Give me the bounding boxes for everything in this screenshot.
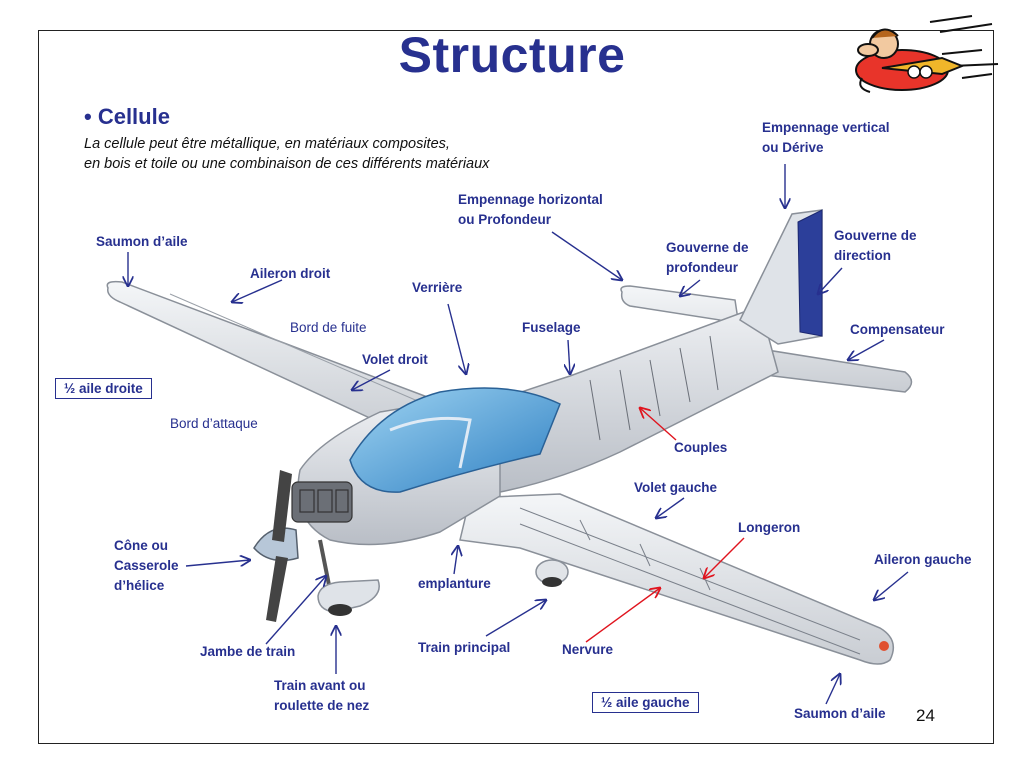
label-line: roulette de nez (274, 698, 370, 713)
slide-frame (38, 30, 994, 744)
box-aile-gauche: ½ aile gauche (592, 692, 699, 713)
label-line: ou Dérive (762, 140, 824, 155)
label-line: Gouverne de (834, 228, 917, 243)
label-line: Gouverne de (666, 240, 749, 255)
label-line: Empennage vertical (762, 120, 890, 135)
label-line: Cône ou (114, 538, 168, 553)
label-line: d’hélice (114, 578, 165, 593)
label-line: profondeur (666, 260, 738, 275)
propeller-shape (272, 470, 292, 542)
label-couples: Couples (674, 440, 728, 455)
label-empennage-horizontal: Empennage horizontal ou Profondeur (458, 190, 603, 230)
slide-title: Structure (398, 27, 626, 83)
label-aileron-gauche: Aileron gauche (874, 552, 972, 567)
description-line-1: La cellule peut être métallique, en maté… (84, 136, 450, 152)
cartoon-airplane-icon (855, 15, 999, 93)
label-empennage-vertical: Empennage vertical ou Dérive (762, 118, 890, 158)
label-verriere: Verrière (412, 280, 463, 295)
label-bord-attaque: Bord d’attaque (170, 416, 258, 431)
label-volet-gauche: Volet gauche (634, 480, 718, 495)
spinner-shape (253, 527, 299, 562)
label-line: Train avant ou (274, 678, 366, 693)
label-gouverne-direction: Gouverne de direction (834, 226, 917, 266)
label-train-principal: Train principal (418, 640, 511, 655)
label-line: Empennage horizontal (458, 192, 603, 207)
label-compensateur: Compensateur (850, 322, 945, 337)
description-line-2: en bois et toile ou une combinaison de c… (84, 156, 490, 172)
label-line: Casserole (114, 558, 179, 573)
label-line: direction (834, 248, 892, 263)
label-volet-droit: Volet droit (362, 352, 428, 367)
label-gouverne-profondeur: Gouverne de profondeur (666, 238, 749, 278)
section-description: La cellule peut être métallique, en maté… (84, 134, 489, 174)
page-number: 24 (916, 706, 935, 725)
label-cone-helice: Cône ou Casserole d’hélice (114, 536, 179, 596)
label-saumon-droit: Saumon d’aile (96, 234, 188, 249)
label-jambe-train: Jambe de train (200, 644, 296, 659)
label-emplanture: emplanture (418, 576, 491, 591)
label-line: ou Profondeur (458, 212, 551, 227)
label-longeron: Longeron (738, 520, 801, 535)
label-nervure: Nervure (562, 642, 614, 657)
label-fuselage: Fuselage (522, 320, 581, 335)
label-aileron-droit: Aileron droit (250, 266, 331, 281)
section-heading: • Cellule (84, 104, 170, 129)
canopy-shape (349, 387, 561, 493)
label-bord-de-fuite: Bord de fuite (290, 320, 367, 335)
left-wing-shape (459, 493, 895, 665)
label-saumon-gauche: Saumon d’aile (794, 706, 886, 721)
label-train-avant: Train avant ou roulette de nez (274, 676, 369, 716)
horizontal-stabilizer-shape (620, 285, 913, 393)
box-aile-droite: ½ aile droite (55, 378, 152, 399)
